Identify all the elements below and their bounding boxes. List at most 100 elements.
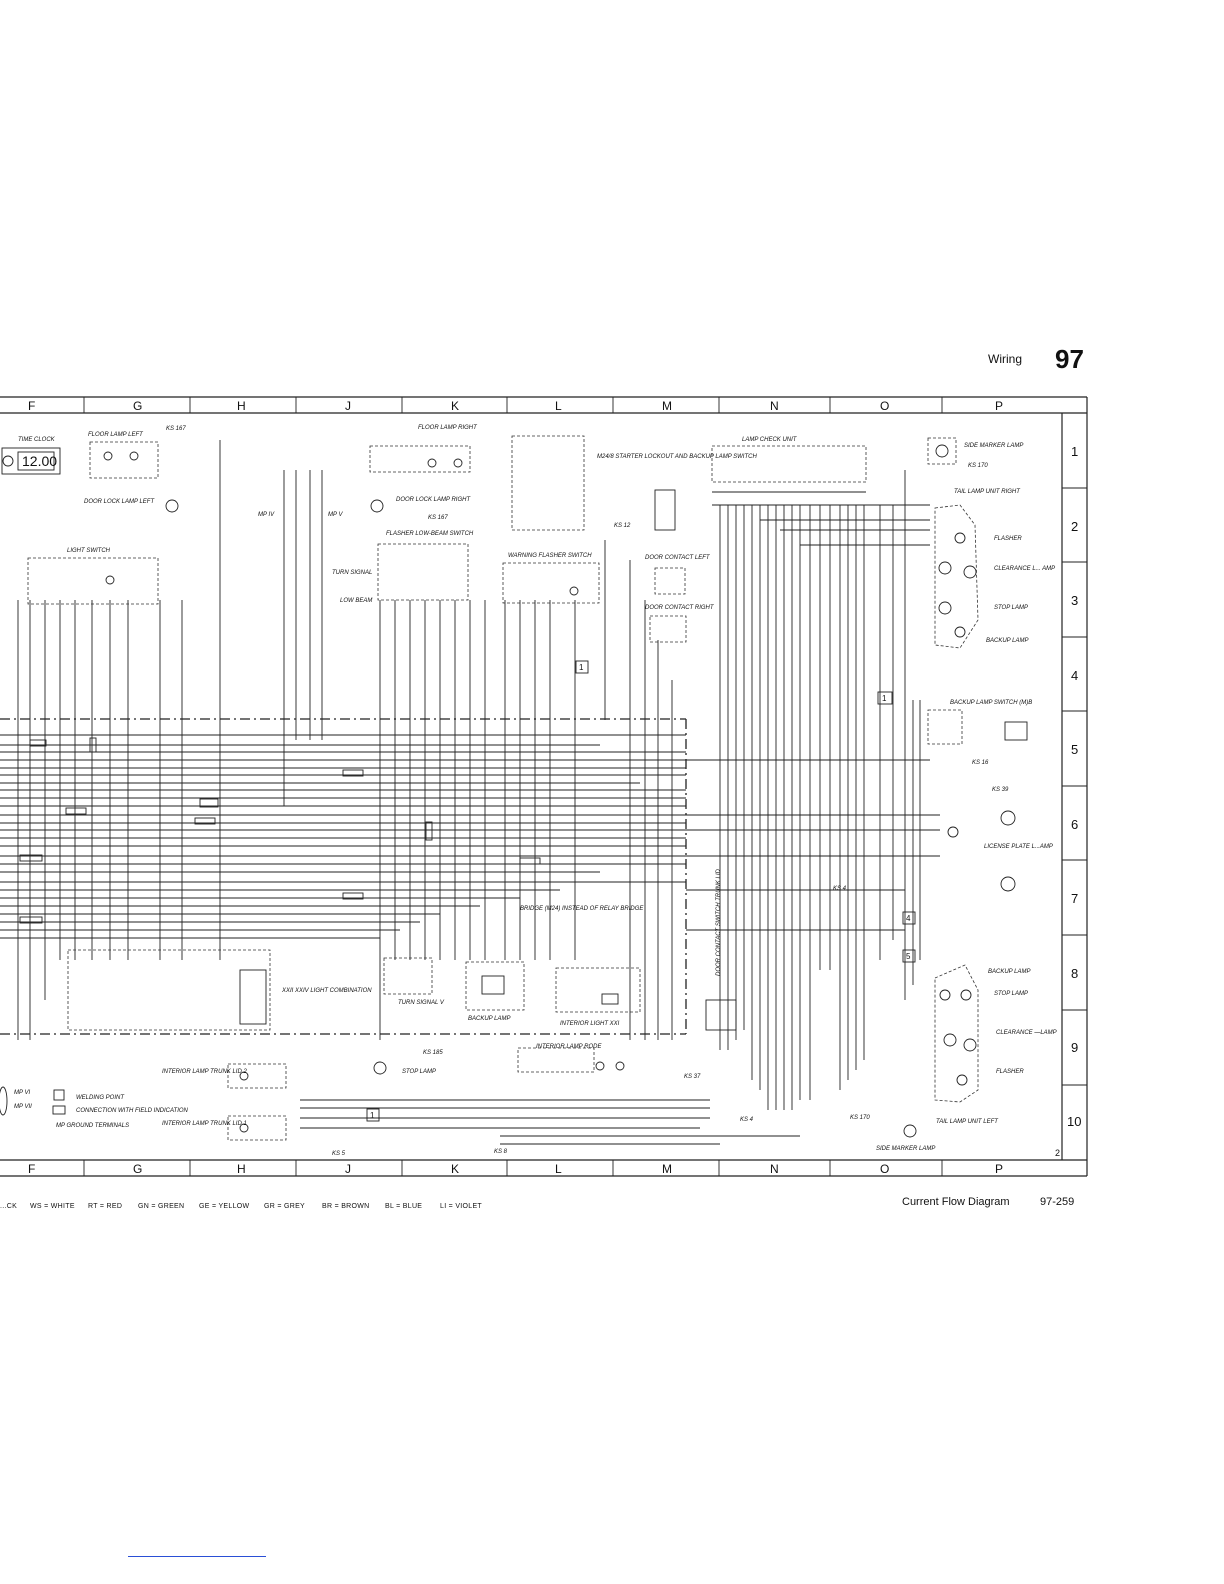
ks-5-label: KS 5 <box>332 1151 346 1157</box>
flasher-low-beam-label: FLASHER LOW-BEAM SWITCH <box>386 531 474 537</box>
col-h-bottom: H <box>237 1162 246 1176</box>
col-f: F <box>28 399 35 413</box>
row-10: 10 <box>1067 1114 1081 1129</box>
svg-text:1: 1 <box>579 663 584 672</box>
svg-text:4: 4 <box>906 914 911 923</box>
svg-text:5: 5 <box>906 952 911 961</box>
backup-lamp-bottom-label: BACKUP LAMP <box>988 969 1030 975</box>
door-lock-lamp-right-label: DOOR LOCK LAMP RIGHT <box>396 497 471 503</box>
mp-vii-label: MP VII <box>14 1104 32 1110</box>
component-light-switch: LIGHT SWITCH <box>27 548 159 605</box>
symbol-legend: MP VI MP VII WELDING POINT CONNECTION WI… <box>0 1086 189 1129</box>
stop-lamp-mid-label: STOP LAMP <box>402 1069 436 1075</box>
bridge-label: BRIDGE (M24) INSTEAD OF RELAY BRIDGE <box>520 906 644 912</box>
backup-lamp-relay-label: BACKUP LAMP <box>468 1016 510 1022</box>
harness-boundary <box>0 718 687 1035</box>
right-wires <box>686 470 940 1110</box>
section-title: Wiring <box>988 352 1023 366</box>
ks-4a-label: KS 4 <box>833 886 847 892</box>
component-tail-lamp-right: FLASHER CLEARANCE L... AMP STOP LAMP BAC… <box>934 504 1055 649</box>
light-combination-label: XXII XXIV LIGHT COMBINATION <box>281 988 372 994</box>
col-p: P <box>995 399 1003 413</box>
component-lamp-check-unit: LAMP CHECK UNIT <box>711 437 867 506</box>
legend-violet: LI = VIOLET <box>440 1203 483 1210</box>
door-contact-left-label: DOOR CONTACT LEFT <box>645 555 711 561</box>
ks-16-label: KS 16 <box>972 760 989 766</box>
interior-lamp-rode-label: INTERIOR LAMP RODE <box>536 1044 602 1050</box>
side-marker-top-label: SIDE MARKER LAMP <box>964 443 1023 449</box>
lamp-check-unit-label: LAMP CHECK UNIT <box>742 437 798 443</box>
side-marker-bottom-label: SIDE MARKER LAMP <box>876 1146 935 1152</box>
turn-signal-label: TURN SIGNAL <box>332 570 372 576</box>
welding-point-label: WELDING POINT <box>76 1095 125 1101</box>
col-o-bottom: O <box>880 1162 889 1176</box>
backup-lamp-label: BACKUP LAMP <box>986 638 1028 644</box>
connection-field-label: CONNECTION WITH FIELD INDICATION <box>76 1108 189 1114</box>
stop-lamp-top-label: STOP LAMP <box>994 605 1028 611</box>
column-labels-top: F G H J K L M N O P <box>28 399 1003 413</box>
component-door-contacts: DOOR CONTACT LEFT DOOR CONTACT RIGHT KS … <box>645 555 847 892</box>
legend-black: ...CK <box>0 1203 18 1210</box>
clearance-bottom-label: CLEARANCE —LAMP <box>996 1030 1057 1036</box>
legend-blue: BL = BLUE <box>385 1203 423 1210</box>
component-backup-lamp-switch: BACKUP LAMP SWITCH (M)B KS 16 <box>927 700 1032 766</box>
component-flasher-low-beam: FLASHER LOW-BEAM SWITCH TURN SIGNAL LOW … <box>332 531 474 604</box>
component-time-clock: TIME CLOCK 12.00 <box>1 437 61 475</box>
clearance-top-label: CLEARANCE L... AMP <box>994 566 1055 572</box>
component-warning-flasher: WARNING FLASHER SWITCH <box>502 553 600 604</box>
corner-number: 2 <box>1055 1148 1060 1158</box>
floor-lamp-left-label: FLOOR LAMP LEFT <box>88 432 144 438</box>
col-n-bottom: N <box>770 1162 779 1176</box>
col-n: N <box>770 399 779 413</box>
ks-170a-label: KS 170 <box>968 463 988 469</box>
col-f-bottom: F <box>28 1162 35 1176</box>
component-floor-lamp-left: FLOOR LAMP LEFT DOOR LOCK LAMP LEFT KS 1… <box>84 426 275 518</box>
row-3: 3 <box>1071 593 1078 608</box>
footer-title: Current Flow Diagram <box>902 1196 1010 1208</box>
tail-lamp-left-label: TAIL LAMP UNIT LEFT <box>936 1119 999 1125</box>
backup-lamp-switch-label: BACKUP LAMP SWITCH (M)B <box>950 700 1032 706</box>
numbered-markers: 1 4 5 1 1 <box>19 660 916 1122</box>
interior-lamp-trunk1-label: INTERIOR LAMP TRUNK LID 1 <box>162 1121 247 1127</box>
ks-39-label: KS 39 <box>992 787 1009 793</box>
flasher-top-label: FLASHER <box>994 536 1022 542</box>
col-m-bottom: M <box>662 1162 672 1176</box>
row-7: 7 <box>1071 891 1078 906</box>
component-license-plate: LICENSE PLATE L...AMP KS 39 <box>947 787 1053 892</box>
flasher-bottom-label: FLASHER <box>996 1069 1024 1075</box>
row-1: 1 <box>1071 444 1078 459</box>
col-g: G <box>133 399 142 413</box>
column-labels-bottom: F G H J K L M N O P <box>28 1162 1003 1176</box>
footer-code: 97-259 <box>1040 1196 1075 1208</box>
mp-v-label: MP V <box>328 512 343 518</box>
turn-signal-v-label: TURN SIGNAL V <box>398 1000 445 1006</box>
ks-12-label: KS 12 <box>614 523 631 529</box>
col-h: H <box>237 399 246 413</box>
component-door-contact-trunk: DOOR CONTACT SWITCH TRUNK LID KS 37 KS 4 <box>684 868 754 1123</box>
component-relay-block: XXII XXIV LIGHT COMBINATION TURN SIGNAL … <box>67 906 644 1031</box>
component-floor-lamp-right: FLOOR LAMP RIGHT DOOR LOCK LAMP RIGHT KS… <box>328 425 478 521</box>
stop-lamp-bottom-label: STOP LAMP <box>994 991 1028 997</box>
legend-grey: GR = GREY <box>264 1203 306 1210</box>
license-plate-label: LICENSE PLATE L...AMP <box>984 844 1053 850</box>
interior-lamp-trunk2-label: INTERIOR LAMP TRUNK LID 2 <box>162 1069 247 1075</box>
ks-167b-label: KS 167 <box>428 515 448 521</box>
row-6: 6 <box>1071 817 1078 832</box>
component-trunk-lid-lamps: INTERIOR LAMP TRUNK LID 2 INTERIOR LAMP … <box>162 1044 800 1157</box>
col-o: O <box>880 399 889 413</box>
col-p-bottom: P <box>995 1162 1003 1176</box>
legend-white: WS = WHITE <box>30 1203 75 1210</box>
component-tail-lamp-left: BACKUP LAMP STOP LAMP CLEARANCE —LAMP FL… <box>850 964 1057 1152</box>
component-side-marker-top: SIDE MARKER LAMP KS 170 TAIL LAMP UNIT R… <box>927 437 1023 495</box>
row-labels: 1 2 3 4 5 6 7 8 9 10 2 <box>1055 444 1081 1158</box>
col-l: L <box>555 399 562 413</box>
ks-167a-label: KS 167 <box>166 426 186 432</box>
component-starter-lockout: M24/8 STARTER LOCKOUT AND BACKUP LAMP SW… <box>511 435 757 531</box>
row-5: 5 <box>1071 742 1078 757</box>
bottom-rule <box>128 1556 266 1557</box>
svg-text:1: 1 <box>882 694 887 703</box>
row-2: 2 <box>1071 519 1078 534</box>
col-j-bottom: J <box>345 1162 351 1176</box>
clock-display: 12.00 <box>22 453 57 469</box>
